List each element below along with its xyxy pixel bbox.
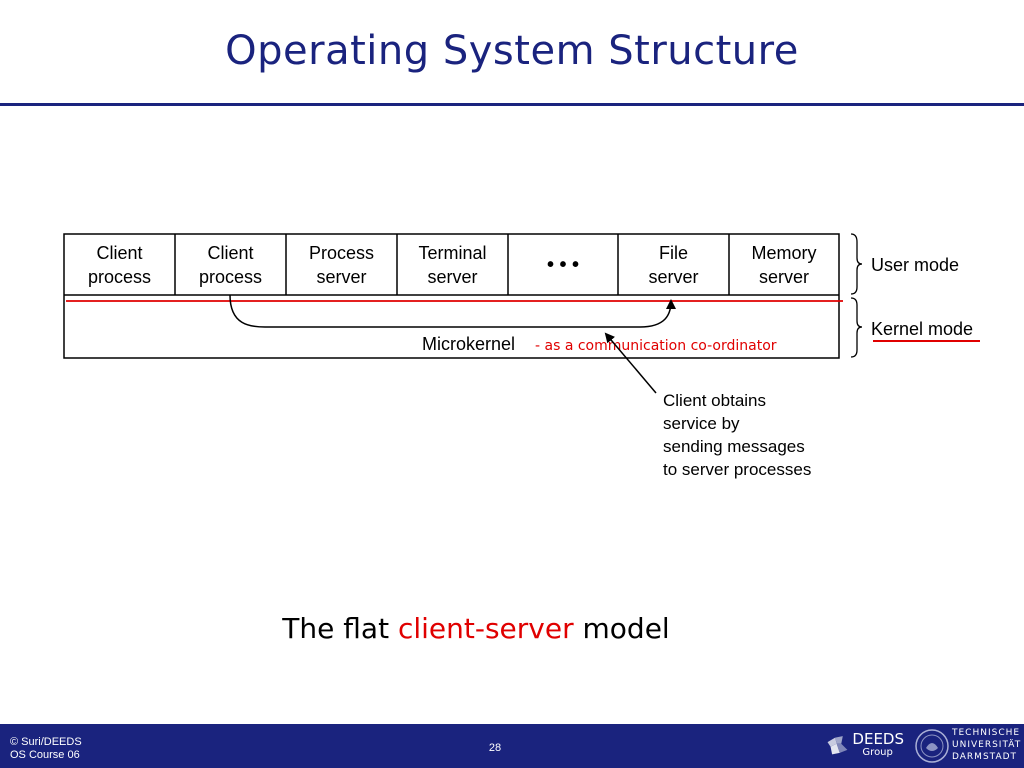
message-path-arrow [229,294,676,328]
annotation-line-1: Client obtains [663,391,766,410]
cell-label-2b: process [199,267,262,287]
university-line-3: DARMSTADT [952,752,1018,762]
kernel-mode-label: Kernel mode [871,319,973,339]
microkernel-note: - as a communication co-ordinator [535,338,777,354]
microkernel-label: Microkernel [422,334,515,354]
slide-footer: © Suri/DEEDS OS Course 06 28 DEEDS Group… [0,724,1024,768]
cell-label-3a: Process [309,243,374,263]
ellipsis-cell: • • • [547,254,579,276]
cell-label-6b: server [648,267,698,287]
caption-accent: client-server [397,612,574,645]
cell-label-1b: process [88,267,151,287]
annotation-arrow [604,332,657,394]
deeds-name: DEEDS [852,730,904,748]
course-text: OS Course 06 [10,749,80,761]
user-mode-label: User mode [871,255,959,275]
cell-label-1a: Client [96,243,142,263]
cell-label-3b: server [316,267,366,287]
caption-before: The flat [282,612,398,645]
caption-after: model [573,612,670,645]
university-line-2: UNIVERSITÄT [952,740,1022,750]
cell-label-7a: Memory [751,243,816,263]
footer-credits: © Suri/DEEDS OS Course 06 [10,736,82,762]
diagram-frame [63,233,840,359]
cell-label-2a: Client [207,243,253,263]
annotation-line-3: sending messages [663,437,805,456]
annotation-line-2: service by [663,414,740,433]
cell-label-6a: File [659,243,688,263]
university-line-1: TECHNISCHE [952,728,1021,738]
copyright-text: © Suri/DEEDS [10,736,82,748]
slide-title: Operating System Structure [225,28,799,74]
kernel-mode-brace [850,297,863,358]
cell-label-4a: Terminal [418,243,486,263]
cell-label-7b: server [759,267,809,287]
deeds-logo: DEEDS Group [826,729,904,763]
user-mode-brace [850,233,863,295]
title-rule [0,103,1024,106]
deeds-logo-icon [827,736,848,755]
university-seal-icon [915,729,949,763]
deeds-sub: Group [862,747,893,758]
annotation-line-4: to server processes [663,460,811,479]
page-number: 28 [488,742,502,754]
university-name: TECHNISCHE UNIVERSITÄT DARMSTADT [952,727,1021,763]
slide-caption: The flat client-server model [0,612,952,645]
cell-label-4b: server [427,267,477,287]
